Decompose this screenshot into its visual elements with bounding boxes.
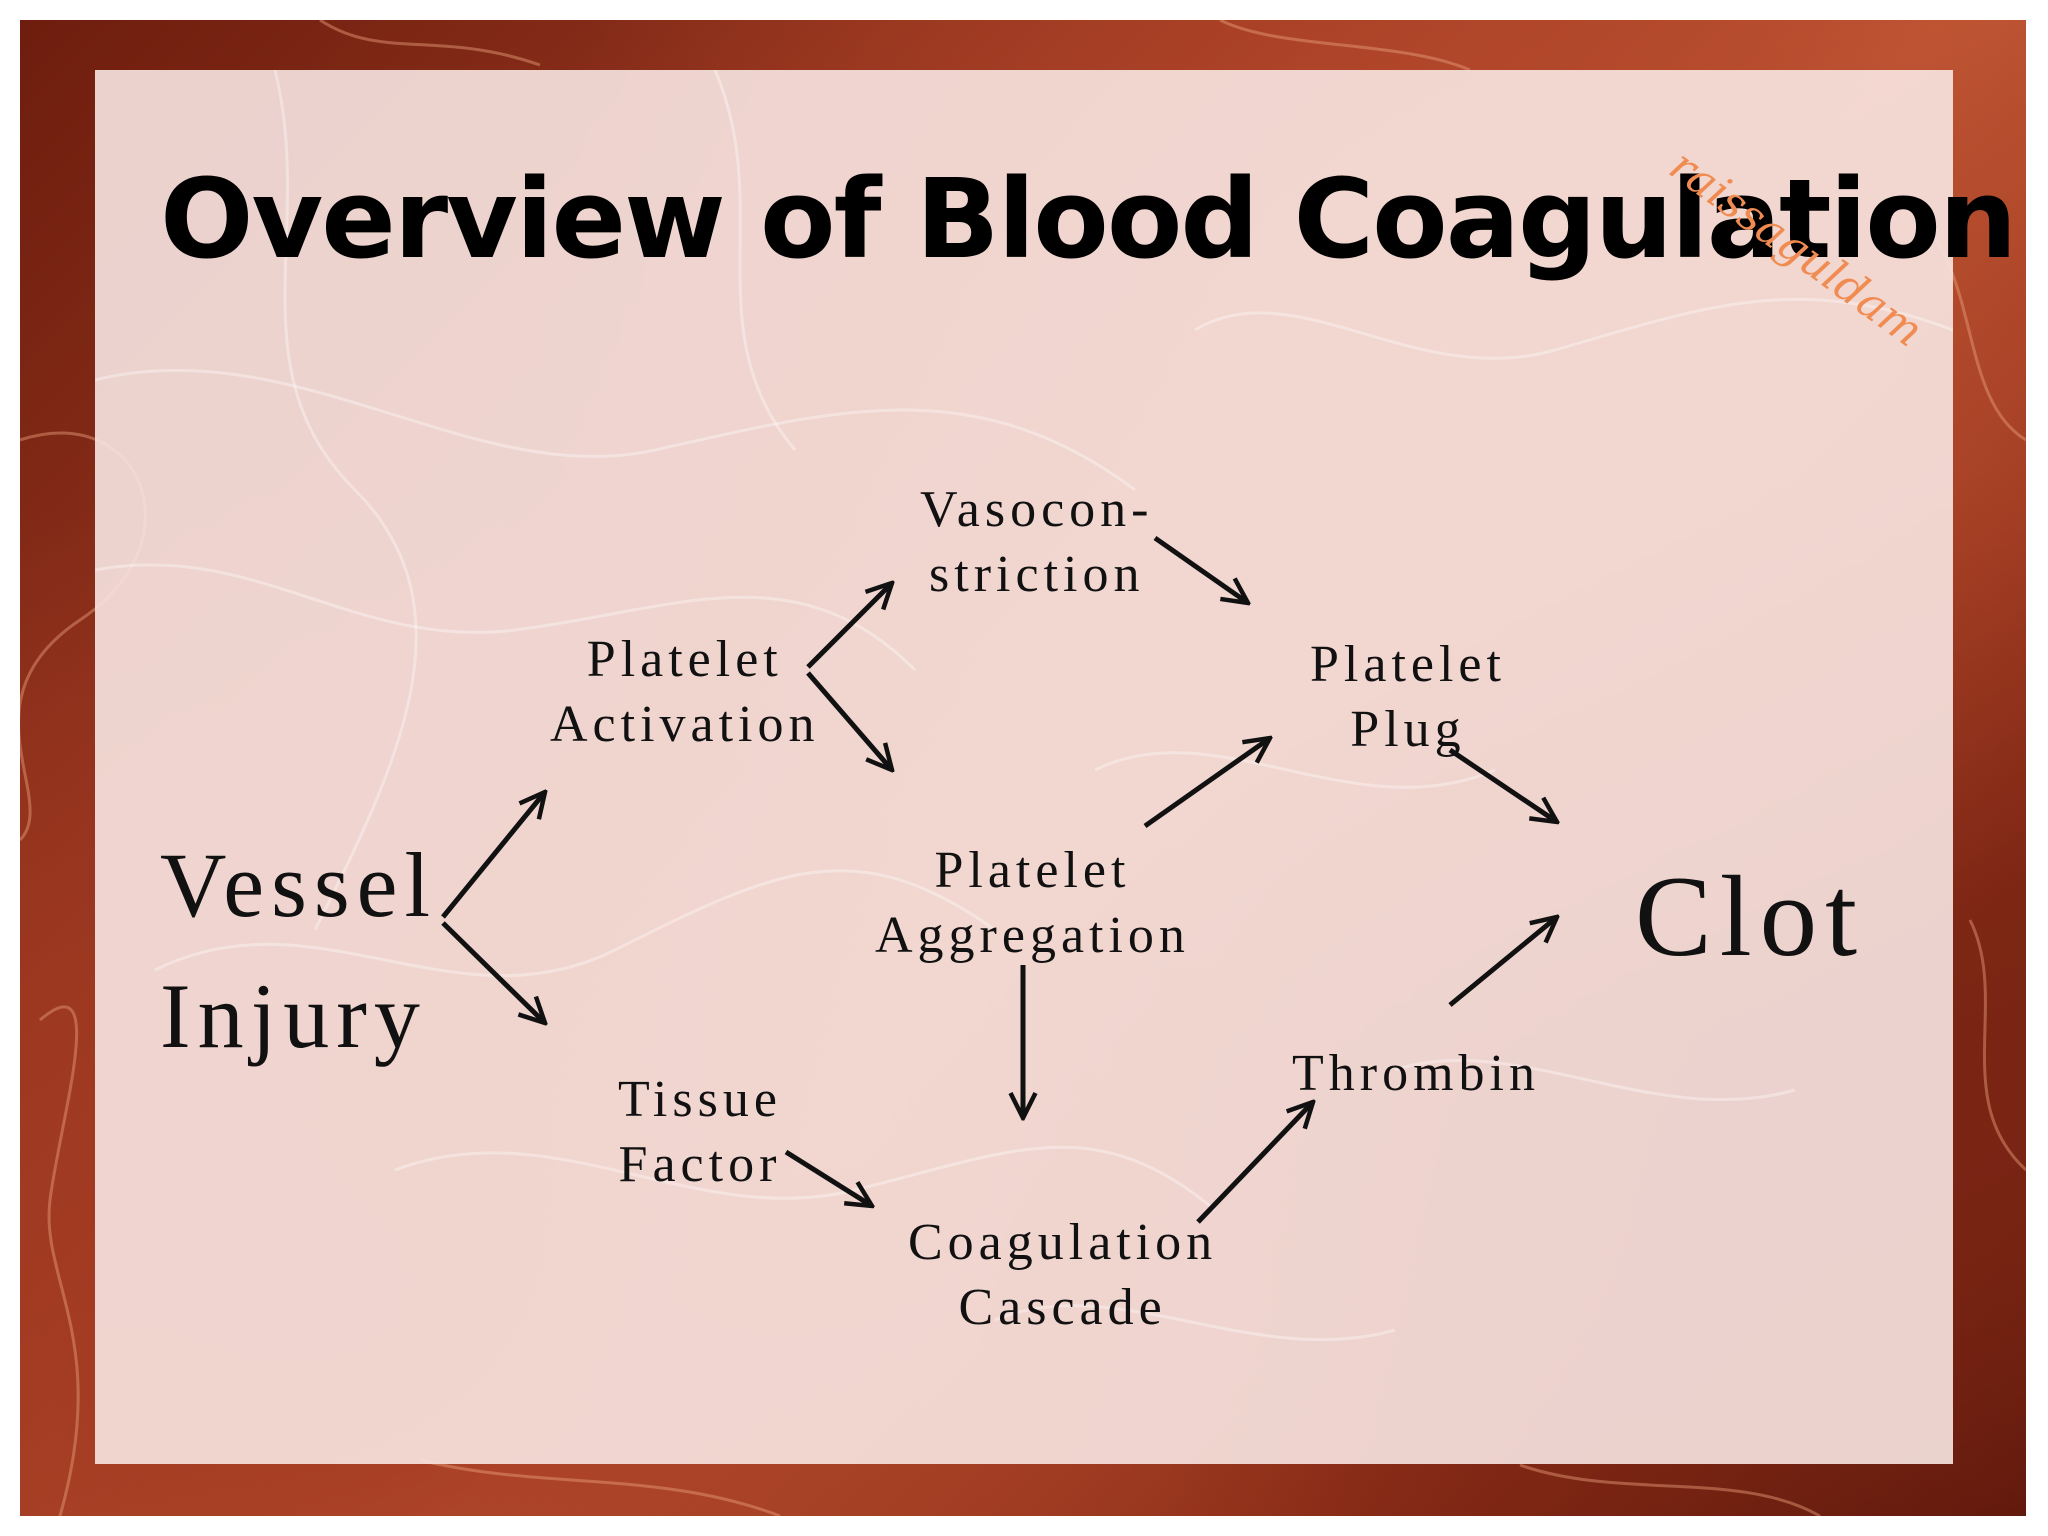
node-coagulation-cascade-line-2: Cascade <box>958 1279 1167 1336</box>
arrow-activation-to-aggregation <box>806 671 892 770</box>
arrows-layer <box>441 535 2026 1224</box>
node-coagulation-cascade: Coagulation Cascade <box>908 1210 1217 1340</box>
node-tissue-factor-line-1: Tissue <box>618 1071 782 1128</box>
arrow-vessel-to-tissue-factor <box>441 921 545 1023</box>
node-tissue-factor: Tissue Factor <box>618 1067 782 1197</box>
node-clot-label: Clot <box>1635 853 1866 980</box>
node-platelet-aggregation-line-2: Aggregation <box>875 907 1190 964</box>
node-platelet-plug-line-2: Plug <box>1350 701 1466 758</box>
panel-fibers <box>95 70 1953 1342</box>
arrow-activation-to-vasoconstriction <box>806 583 892 669</box>
arrow-tissue-factor-to-cascade <box>784 1149 872 1206</box>
node-vasoconstriction-line-1: Vasocon- <box>920 481 1154 538</box>
arrow-cascade-to-thrombin <box>1196 1102 1313 1224</box>
node-platelet-activation: Platelet Activation <box>550 627 820 757</box>
node-platelet-aggregation-line-1: Platelet <box>934 842 1131 899</box>
node-platelet-plug-line-1: Platelet <box>1310 636 1506 693</box>
arrow-vasoconstriction-to-plug <box>1153 535 1248 603</box>
node-vessel-injury: Vessel Injury <box>160 820 437 1081</box>
slide-title: Overview of Blood Coagulation <box>160 155 2017 283</box>
arrow-thrombin-to-clot <box>1448 917 1557 1007</box>
node-vasoconstriction-line-2: striction <box>929 546 1145 603</box>
content-panel <box>95 70 1953 1464</box>
node-platelet-aggregation: Platelet Aggregation <box>875 838 1190 968</box>
node-clot: Clot <box>1635 845 1865 989</box>
node-vessel-injury-line-1: Vessel <box>160 834 438 936</box>
node-thrombin: Thrombin <box>1292 1041 1540 1106</box>
node-thrombin-label: Thrombin <box>1292 1045 1540 1102</box>
arrow-plug-to-clot <box>1448 747 1557 822</box>
slide: Overview of Blood Coagulation Vessel Inj… <box>20 20 2026 1516</box>
node-platelet-plug: Platelet Plug <box>1310 632 1506 762</box>
node-platelet-activation-line-1: Platelet <box>586 631 783 688</box>
node-tissue-factor-line-2: Factor <box>618 1136 782 1193</box>
node-platelet-activation-line-2: Activation <box>550 696 820 753</box>
arrow-vessel-to-platelet-activation <box>441 792 545 919</box>
arrow-aggregation-to-plug <box>1143 738 1270 829</box>
node-coagulation-cascade-line-1: Coagulation <box>908 1214 1218 1271</box>
node-vessel-injury-line-2: Injury <box>160 964 427 1067</box>
node-vasoconstriction: Vasocon- striction <box>920 477 1154 607</box>
